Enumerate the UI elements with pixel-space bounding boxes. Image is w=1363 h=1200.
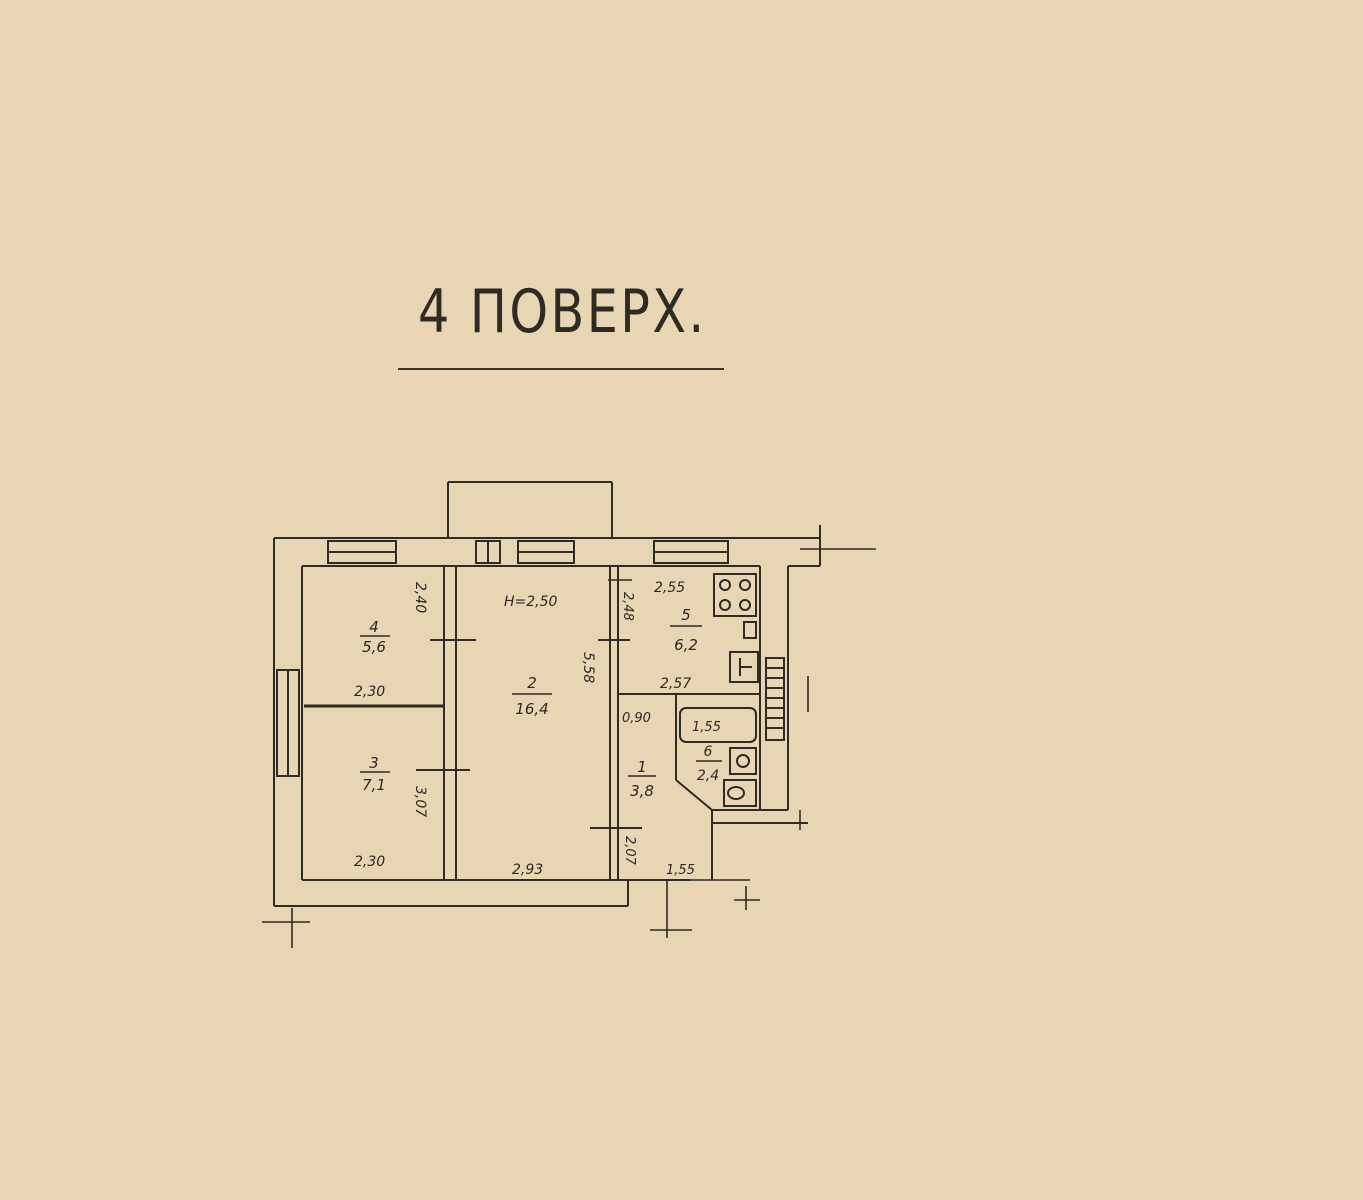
extension-lines	[262, 548, 876, 948]
balcony	[447, 481, 613, 538]
r4-length-dim: 2,40	[412, 582, 428, 613]
r3-length-dim: 3,07	[412, 786, 428, 817]
room-area: 6,2	[674, 636, 698, 654]
outer-walls	[273, 525, 821, 907]
room-area: 3,8	[630, 782, 654, 800]
room-area: 2,4	[697, 768, 719, 784]
room-number: 2	[527, 674, 537, 692]
room-area: 7,1	[362, 776, 386, 794]
kitchen-fixture-icon	[743, 621, 757, 639]
r4-width-dim: 2,30	[354, 684, 385, 700]
bath-width-dim: 1,55	[692, 720, 721, 735]
entry-width-dim: 1,55	[666, 863, 695, 878]
room-number: 1	[637, 758, 647, 776]
room-area: 16,4	[515, 700, 548, 718]
r3-width-dim: 2,30	[354, 854, 385, 870]
interior-walls	[304, 566, 760, 880]
bathtub-icon	[679, 707, 757, 743]
kitchen-sink-icon	[729, 651, 759, 683]
floor-title: 4 ПОВЕРХ.	[418, 277, 707, 347]
r1-length-dim: 2,07	[622, 836, 637, 866]
door-marks	[416, 639, 642, 829]
room-number: 4	[369, 618, 379, 636]
toilet-icon	[723, 779, 757, 807]
room-3-label: 3 7,1	[360, 754, 390, 794]
r1-width-dim: 0,90	[622, 711, 651, 726]
room-area: 5,6	[362, 638, 386, 656]
title-underline	[398, 368, 724, 370]
room-number: 6	[704, 744, 713, 760]
r5-length-dim: 2,48	[620, 592, 635, 621]
room-5-label: 5 6,2	[670, 606, 702, 654]
room-4-label: 4 5,6	[360, 618, 390, 656]
room-number: 3	[369, 754, 379, 772]
room-6-label: 6 2,4	[696, 744, 722, 784]
kitchen-stove-icon	[713, 573, 757, 617]
washbasin-icon	[729, 747, 757, 775]
r5-width-top-dim: 2,55	[654, 580, 685, 596]
windows	[276, 540, 729, 777]
ceiling-height-label: H=2,50	[504, 594, 558, 610]
r2-width-dim: 2,93	[512, 862, 543, 878]
room-1-label: 1 3,8	[628, 758, 656, 800]
room-2-label: 2 16,4	[512, 674, 552, 718]
ventilation-shaft-icon	[765, 657, 785, 741]
r2-length-dim: 5,58	[580, 652, 596, 683]
room-number: 5	[681, 606, 691, 624]
r5-width-bottom-dim: 2,57	[660, 676, 691, 692]
